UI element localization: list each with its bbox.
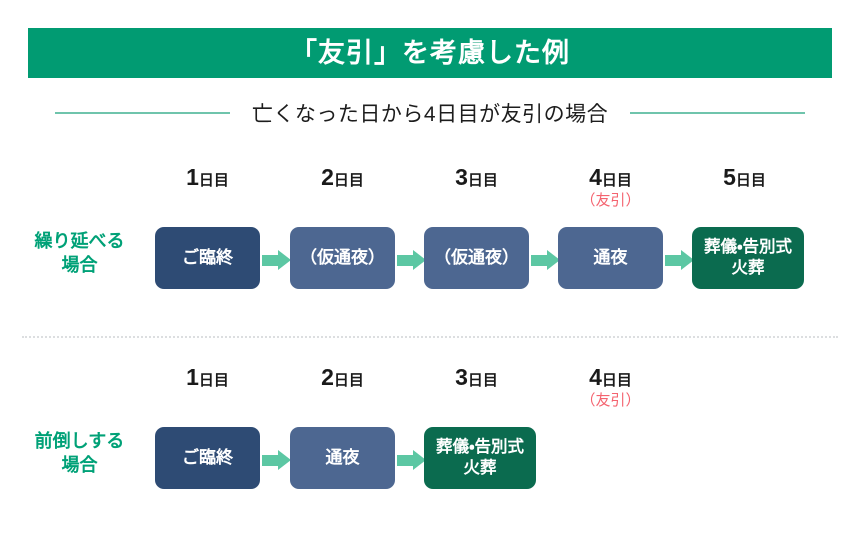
day-label-4-note: （友引）	[580, 192, 641, 210]
arrow-right-icon	[262, 250, 291, 270]
flow-node-advance-2[interactable]: 通夜	[290, 427, 395, 489]
day-label-2-main: 2日目	[321, 364, 364, 390]
flow-node-postpone-2[interactable]: （仮通夜）	[290, 227, 395, 289]
day-label-5: 5日目	[692, 165, 797, 190]
flow-node-postpone-5-line2: 火葬	[731, 259, 765, 277]
flow-node-advance-1[interactable]: ご臨終	[155, 427, 260, 489]
flow-node-postpone-4[interactable]: 通夜	[558, 227, 663, 289]
flow-row-postpone: 繰り延べる 場合 ご臨終 （仮通夜） （仮通夜） 通夜 葬儀・告別式 火葬	[0, 223, 860, 301]
scenario-postpone: 1日目 2日目 3日目 4日目 （友引） 5日目 繰り延べる 場合 ご臨終 （仮…	[0, 155, 860, 315]
day-label-2: 2日目	[290, 365, 395, 390]
subtitle-rule-left	[54, 112, 230, 114]
flow-node-postpone-1[interactable]: ご臨終	[155, 227, 260, 289]
scenario-label-advance-line2: 場合	[61, 455, 98, 476]
subtitle-row: 亡くなった日から4日目が友引の場合	[28, 96, 832, 130]
section-divider	[22, 336, 838, 338]
day-label-4-main: 4日目	[589, 364, 632, 390]
day-label-1-main: 1日目	[186, 364, 229, 390]
day-label-2: 2日目	[290, 165, 395, 190]
scenario-label-postpone-line2: 場合	[61, 255, 98, 276]
scenario-label-postpone: 繰り延べる 場合	[12, 229, 147, 278]
flow-node-postpone-5-line1: 葬儀・告別式	[703, 238, 793, 257]
day-label-3-main: 3日目	[455, 364, 498, 390]
flow-node-advance-3-line1: 葬儀・告別式	[435, 438, 525, 457]
day-label-3-main: 3日目	[455, 164, 498, 190]
arrow-right-icon	[531, 250, 560, 270]
scenario-label-advance: 前倒しする 場合	[12, 429, 147, 478]
flow-node-advance-3[interactable]: 葬儀・告別式 火葬	[424, 427, 536, 489]
day-label-4-main: 4日目	[589, 164, 632, 190]
arrow-right-icon	[262, 450, 291, 470]
subtitle-text: 亡くなった日から4日目が友引の場合	[251, 103, 609, 126]
arrow-right-icon	[665, 250, 694, 270]
subtitle-rule-right	[630, 112, 806, 114]
page-title: 「友引」を考慮した例	[290, 37, 570, 68]
arrow-right-icon	[397, 450, 426, 470]
day-label-3: 3日目	[424, 365, 529, 390]
flow-row-advance: 前倒しする 場合 ご臨終 通夜 葬儀・告別式 火葬	[0, 423, 860, 501]
day-label-1: 1日目	[155, 365, 260, 390]
day-label-1: 1日目	[155, 165, 260, 190]
scenario-label-postpone-line1: 繰り延べる	[34, 231, 125, 251]
day-label-row-postpone: 1日目 2日目 3日目 4日目 （友引） 5日目	[0, 155, 860, 223]
day-label-1-main: 1日目	[186, 164, 229, 190]
flow-node-postpone-3[interactable]: （仮通夜）	[424, 227, 529, 289]
day-label-2-main: 2日目	[321, 164, 364, 190]
day-label-5-main: 5日目	[723, 164, 766, 190]
flow-node-advance-3-line2: 火葬	[463, 459, 497, 477]
scenario-label-advance-line1: 前倒しする	[34, 431, 125, 451]
day-label-4: 4日目 （友引）	[558, 365, 663, 413]
scenario-advance: 1日目 2日目 3日目 4日目 （友引） 前倒しする 場合 ご臨終 通夜 葬儀・…	[0, 355, 860, 515]
header-banner: 「友引」を考慮した例	[28, 28, 832, 78]
arrow-right-icon	[397, 250, 426, 270]
day-label-row-advance: 1日目 2日目 3日目 4日目 （友引）	[0, 355, 860, 423]
day-label-3: 3日目	[424, 165, 529, 190]
day-label-4-note: （友引）	[580, 392, 641, 410]
day-label-4: 4日目 （友引）	[558, 165, 663, 213]
flow-node-postpone-5[interactable]: 葬儀・告別式 火葬	[692, 227, 804, 289]
